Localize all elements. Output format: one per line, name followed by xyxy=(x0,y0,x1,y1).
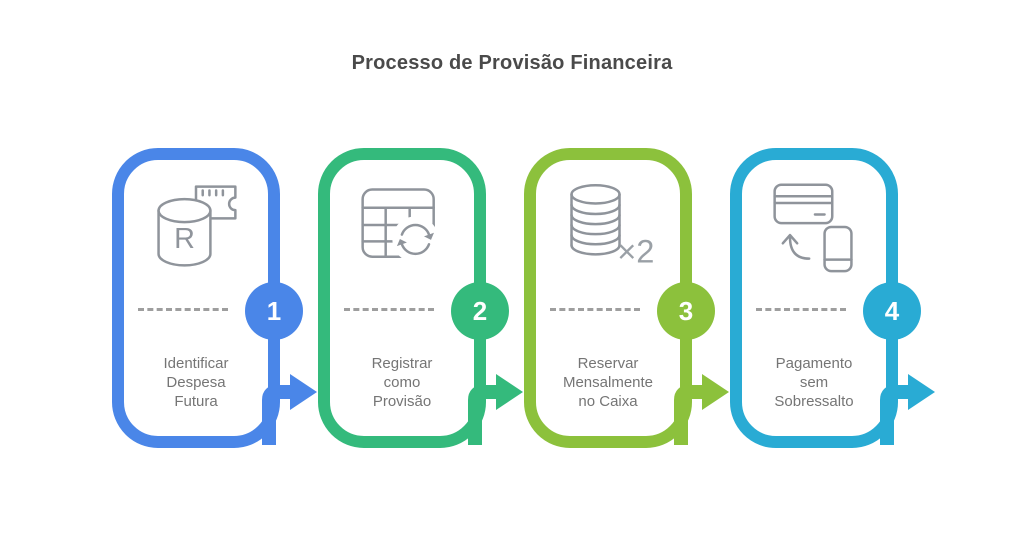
step-number: 1 xyxy=(266,295,282,326)
coin-stack-icon: ×2 xyxy=(570,183,654,269)
step-number-badge: 3 xyxy=(657,282,715,340)
flow-arrow-icon xyxy=(262,374,317,445)
dashed-divider xyxy=(344,308,434,311)
multiplier-text: ×2 xyxy=(617,232,654,269)
step-label: Identificar Despesa Futura xyxy=(163,355,229,410)
step-card-4: 4 Pagamento sem Sobressalto xyxy=(730,148,935,448)
step-card-3: ×2 3 Reservar Mensalmente no Caixa xyxy=(524,148,729,448)
card-border xyxy=(112,148,280,448)
table-refresh-icon xyxy=(361,188,439,263)
step-card-1: R 1 Identificar Despesa Futura xyxy=(112,148,317,448)
step-number: 2 xyxy=(472,295,488,326)
step-number-badge: 1 xyxy=(245,282,303,340)
step-number: 3 xyxy=(678,295,694,326)
step-label: Registrar como Provisão xyxy=(371,355,433,410)
card-border xyxy=(524,148,692,448)
dashed-divider xyxy=(550,308,640,311)
card-to-phone-payment-icon xyxy=(773,183,853,273)
dashed-divider xyxy=(756,308,846,311)
currency-letter: R xyxy=(174,223,195,255)
step-number-badge: 4 xyxy=(863,282,921,340)
currency-cylinder-receipt-icon: R xyxy=(157,185,237,267)
diagram-title: Processo de Provisão Financeira xyxy=(351,52,673,74)
step-card-2: 2 Registrar como Provisão xyxy=(318,148,523,448)
dashed-divider xyxy=(138,308,228,311)
flow-arrow-icon xyxy=(468,374,523,445)
flow-arrow-icon xyxy=(674,374,729,445)
step-number: 4 xyxy=(884,295,900,326)
step-label: Pagamento sem Sobressalto xyxy=(774,355,854,410)
flow-arrow-icon xyxy=(880,374,935,445)
step-number-badge: 2 xyxy=(451,282,509,340)
step-label: Reservar Mensalmente no Caixa xyxy=(562,355,654,410)
